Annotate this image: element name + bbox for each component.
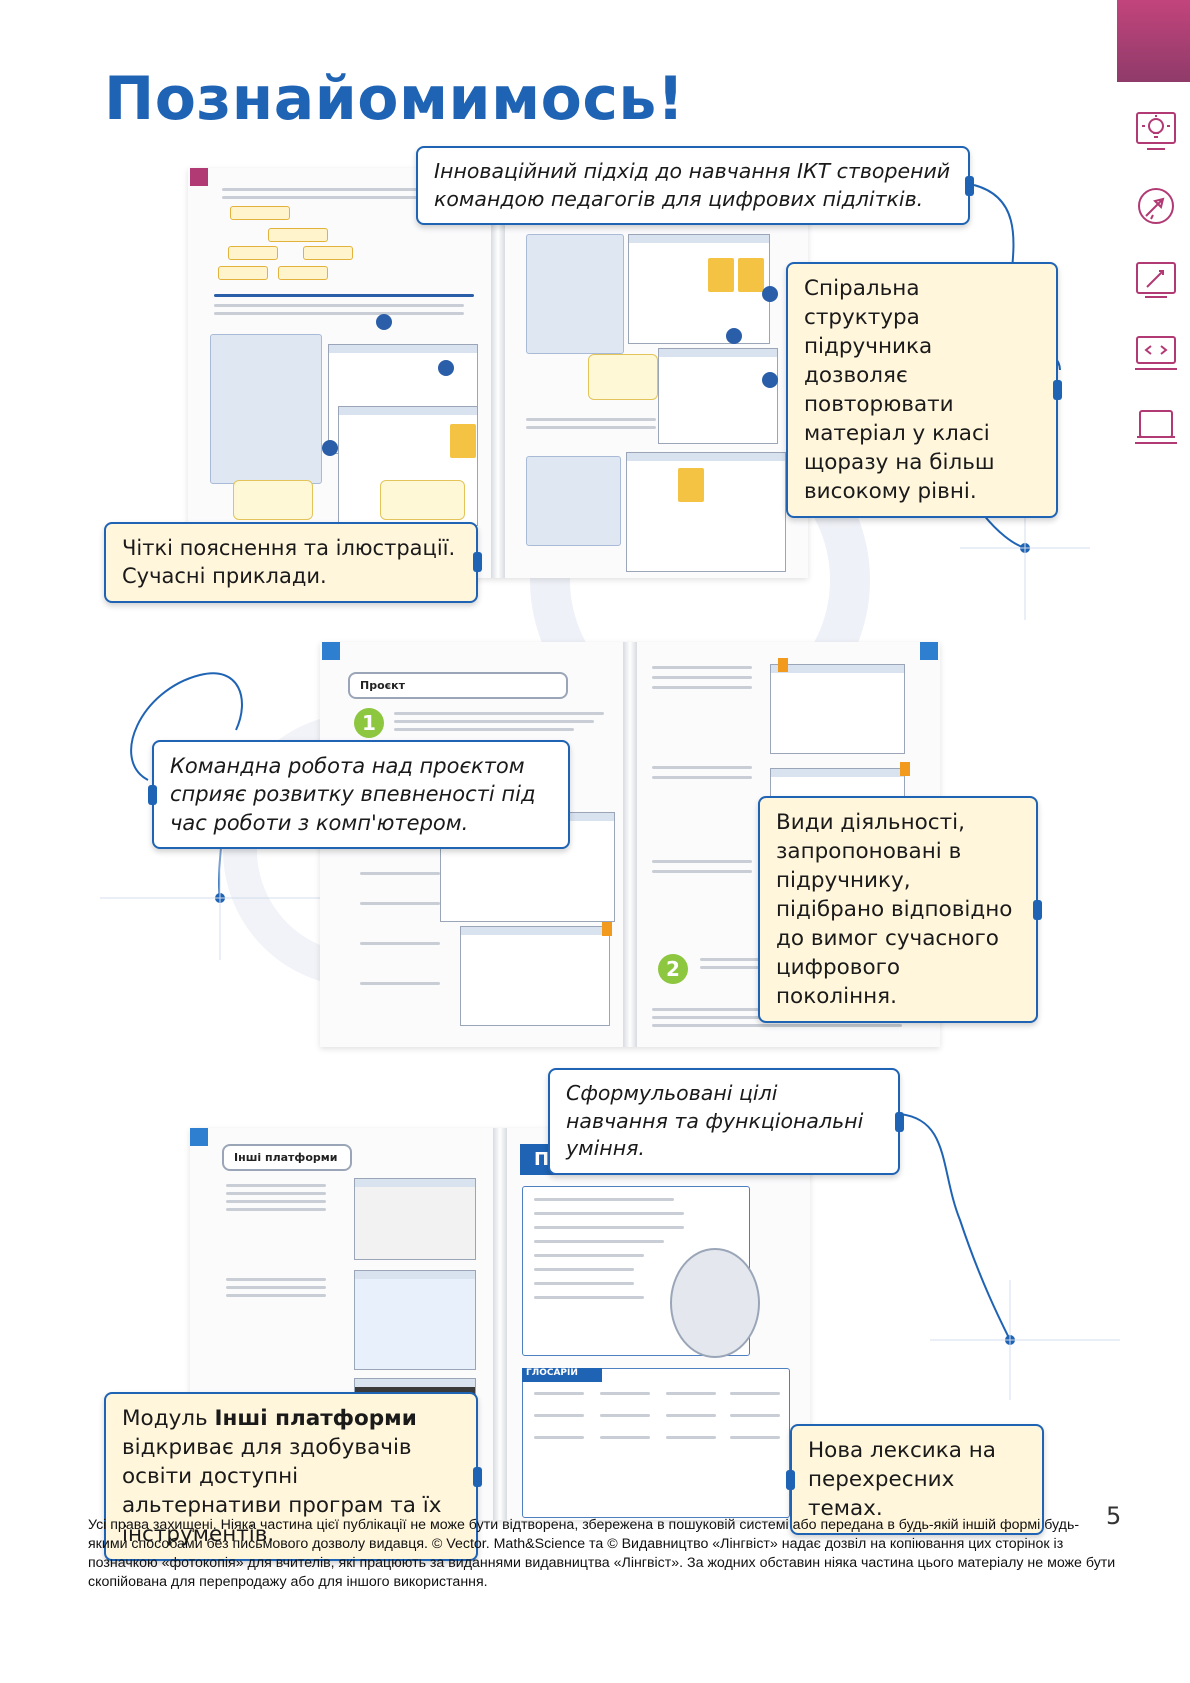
callout-clear-explanations: Чіткі пояснення та ілюстрації. Сучасні п… — [104, 522, 482, 603]
callout-innovative-approach: Інноваційний підхід до навчання ІКТ ство… — [416, 146, 974, 226]
page-title: Познайомимось! — [104, 64, 685, 134]
callout-activities-text: Види діяльності, запропоновані в підручн… — [776, 810, 1013, 1010]
callout-vocabulary: Нова лексика на перехресних темах. — [786, 1424, 1044, 1536]
step-number-2: 2 — [658, 954, 688, 984]
page-number: 5 — [1106, 1502, 1122, 1530]
book-spread-1 — [188, 168, 808, 578]
chapter-tab — [1117, 0, 1190, 82]
callout-innovative-text: Інноваційний підхід до навчання ІКТ ство… — [434, 159, 951, 211]
rocket-icon — [1128, 178, 1184, 234]
callout-platforms-bold: Інші платформи — [214, 1406, 417, 1431]
callout-teamwork: Командна робота над проєктом сприяє розв… — [148, 740, 570, 850]
callout-spiral-structure: Спіральна структура підручника дозволяє … — [786, 262, 1062, 519]
callout-other-platforms: Модуль Інші платформи відкриває для здоб… — [104, 1392, 482, 1562]
lightbulb-icon — [1128, 104, 1184, 160]
code-screen-icon — [1128, 326, 1184, 382]
copyright-notice: Усі права захищені. Ніяка частина цієї п… — [88, 1517, 1116, 1590]
callout-vocabulary-text: Нова лексика на перехресних темах. — [808, 1438, 996, 1522]
callout-teamwork-text: Командна робота над проєктом сприяє розв… — [170, 754, 536, 835]
laptop-icon — [1128, 400, 1184, 456]
side-icon-column — [1128, 104, 1184, 474]
callout-learning-goals: Сформульовані цілі навчання та функціона… — [548, 1068, 904, 1176]
step-number-1: 1 — [354, 708, 384, 738]
callout-clear-text: Чіткі пояснення та ілюстрації. Сучасні п… — [122, 536, 456, 589]
callout-activities: Види діяльності, запропоновані в підручн… — [758, 796, 1042, 1024]
other-platforms-heading: Інші платформи — [222, 1144, 352, 1171]
glossary-heading: ГЛОСАРІЙ — [522, 1368, 602, 1382]
robot-illustration — [670, 1248, 760, 1358]
callout-platforms-suffix: відкриває для здобувачів освіти доступні… — [122, 1435, 442, 1548]
project-heading: Проєкт — [348, 672, 568, 699]
callout-goals-text: Сформульовані цілі навчання та функціона… — [566, 1081, 864, 1161]
callout-spiral-text: Спіральна структура підручника дозволяє … — [804, 276, 995, 505]
callout-platforms-prefix: Модуль — [122, 1406, 215, 1431]
target-icon — [1128, 252, 1184, 308]
